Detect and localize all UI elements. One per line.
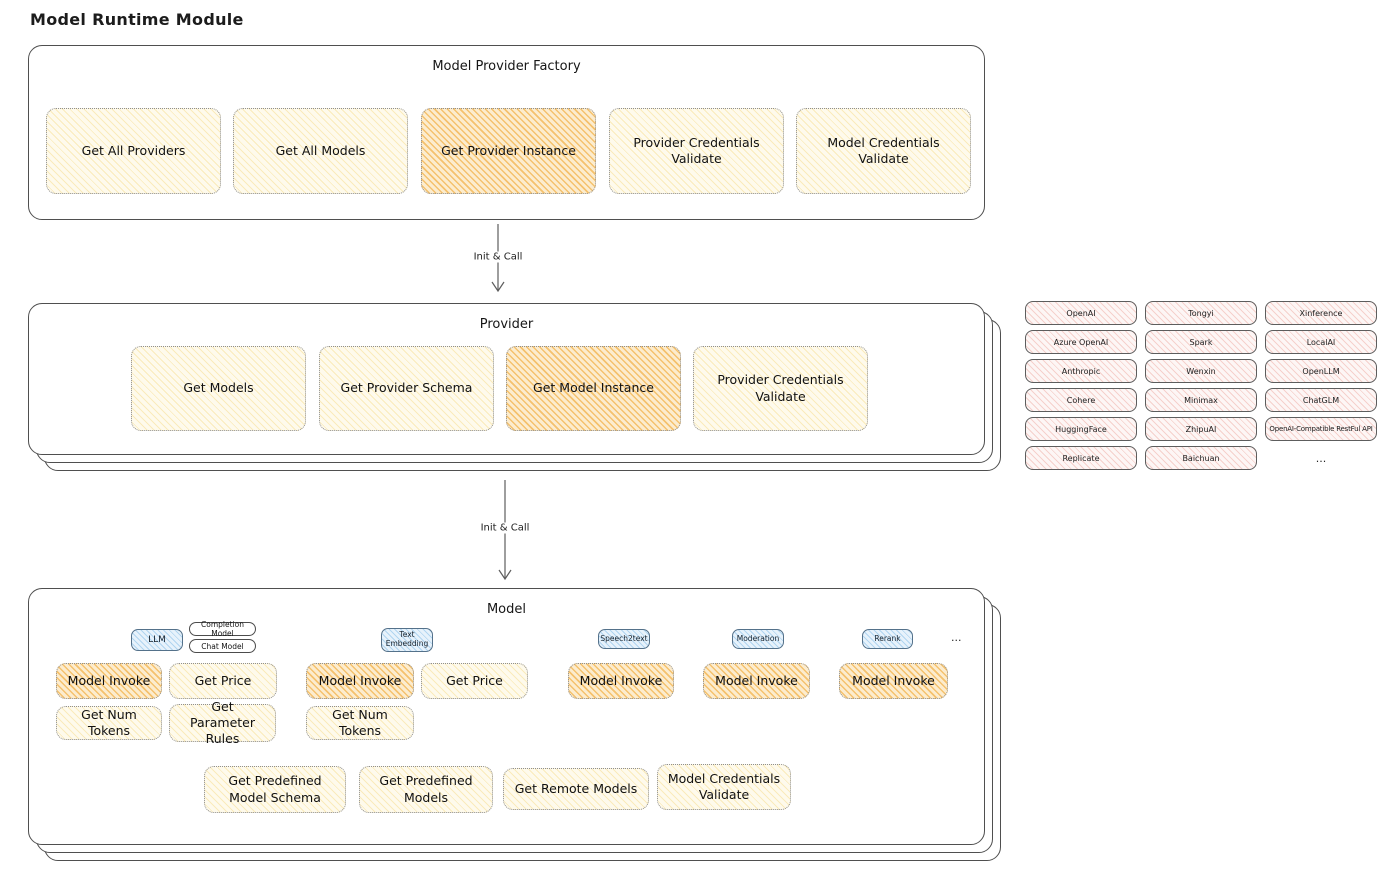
provider-chip-openai-compatible[interactable]: OpenAI-Compatible RestFul API [1265,417,1377,441]
provider-chip-minimax[interactable]: Minimax [1145,388,1257,412]
model-box[interactable]: Model LLM Completion Model Chat Model Te… [28,588,985,845]
embedding-get-price-button[interactable]: Get Price [421,663,528,699]
tab-moderation[interactable]: Moderation [732,629,784,649]
provider-chip-openai[interactable]: OpenAI [1025,301,1137,325]
tab-text-embedding[interactable]: Text Embedding [381,628,433,652]
tab-completion-model[interactable]: Completion Model [189,620,256,638]
llm-model-invoke-button[interactable]: Model Invoke [56,663,162,699]
speech2text-model-invoke-button[interactable]: Model Invoke [568,663,674,699]
factory-provider-credentials-validate-button[interactable]: Provider Credentials Validate [609,108,784,194]
provider-get-provider-schema-button[interactable]: Get Provider Schema [319,346,494,431]
provider-list-grid: OpenAI Tongyi Xinference Azure OpenAI Sp… [1025,301,1377,470]
provider-chip-zhipuai[interactable]: ZhipuAI [1145,417,1257,441]
embedding-get-num-tokens-button[interactable]: Get Num Tokens [306,706,414,740]
model-credentials-validate-button[interactable]: Model Credentials Validate [657,764,791,810]
provider-chip-ellipsis: ... [1315,451,1327,465]
provider-chip-localai[interactable]: LocalAI [1265,330,1377,354]
arrow1-label: Init & Call [468,251,528,263]
provider-chip-azure-openai[interactable]: Azure OpenAI [1025,330,1137,354]
provider-chip-wenxin[interactable]: Wenxin [1145,359,1257,383]
factory-box-title: Model Provider Factory [432,59,581,74]
provider-box-title: Provider [479,317,534,332]
llm-get-parameter-rules-button[interactable]: Get Parameter Rules [169,699,276,746]
factory-model-credentials-validate-button[interactable]: Model Credentials Validate [796,108,971,194]
provider-chip-chatglm[interactable]: ChatGLM [1265,388,1377,412]
llm-get-num-tokens-button[interactable]: Get Num Tokens [56,706,162,740]
page-title: Model Runtime Module [30,10,244,29]
provider-chip-replicate[interactable]: Replicate [1025,446,1137,470]
embedding-model-invoke-button[interactable]: Model Invoke [306,663,414,699]
moderation-model-invoke-button[interactable]: Model Invoke [703,663,810,699]
provider-box[interactable]: Provider Get Models Get Provider Schema … [28,303,985,455]
provider-chip-tongyi[interactable]: Tongyi [1145,301,1257,325]
tab-llm[interactable]: LLM [131,629,183,651]
provider-get-model-instance-button[interactable]: Get Model Instance [506,346,681,431]
factory-get-all-models-button[interactable]: Get All Models [233,108,408,194]
factory-get-all-providers-button[interactable]: Get All Providers [46,108,221,194]
provider-chip-spark[interactable]: Spark [1145,330,1257,354]
provider-chip-xinference[interactable]: Xinference [1265,301,1377,325]
provider-chip-anthropic[interactable]: Anthropic [1025,359,1137,383]
provider-chip-cohere[interactable]: Cohere [1025,388,1137,412]
factory-get-provider-instance-button[interactable]: Get Provider Instance [421,108,596,194]
tab-speech2text[interactable]: Speech2text [598,629,650,649]
tab-rerank[interactable]: Rerank [862,629,913,649]
get-remote-models-button[interactable]: Get Remote Models [503,768,649,810]
provider-chip-baichuan[interactable]: Baichuan [1145,446,1257,470]
factory-box[interactable]: Model Provider Factory Get All Providers… [28,45,985,220]
get-predefined-model-schema-button[interactable]: Get Predefined Model Schema [204,766,346,813]
tabs-ellipsis: ... [951,631,962,644]
arrow2-label: Init & Call [475,522,535,534]
rerank-model-invoke-button[interactable]: Model Invoke [839,663,948,699]
provider-get-models-button[interactable]: Get Models [131,346,306,431]
tab-chat-model[interactable]: Chat Model [189,639,256,653]
provider-chip-huggingface[interactable]: HuggingFace [1025,417,1137,441]
llm-get-price-button[interactable]: Get Price [169,663,277,699]
provider-provider-credentials-validate-button[interactable]: Provider Credentials Validate [693,346,868,431]
model-box-title: Model [486,602,527,617]
provider-chip-openllm[interactable]: OpenLLM [1265,359,1377,383]
get-predefined-models-button[interactable]: Get Predefined Models [359,766,493,813]
